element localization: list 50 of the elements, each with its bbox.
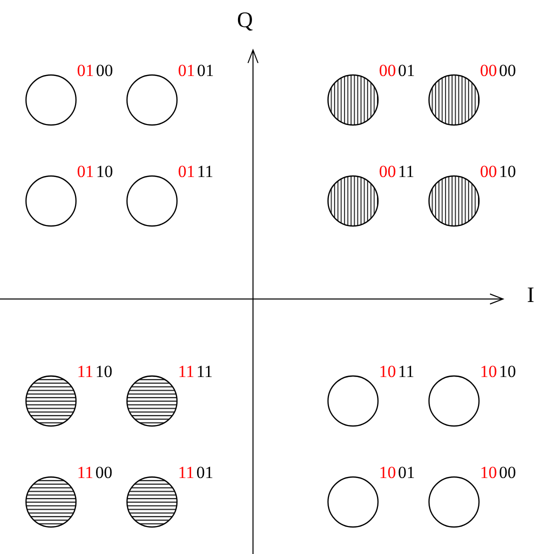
constellation-point bbox=[126, 74, 178, 126]
point-bits: 11 bbox=[197, 162, 214, 181]
point-bits: 01 bbox=[398, 61, 415, 80]
point-bits: 10 bbox=[499, 362, 516, 381]
constellation-point bbox=[25, 476, 77, 528]
quadrant-bits: 10 bbox=[379, 463, 396, 482]
quadrant-bits: 01 bbox=[178, 61, 195, 80]
quadrant-bits: 11 bbox=[178, 362, 194, 381]
point-bits: 00 bbox=[95, 463, 112, 482]
constellation-point bbox=[126, 476, 178, 528]
point-bits: 01 bbox=[197, 61, 214, 80]
constellation-point bbox=[126, 175, 178, 227]
point-bits: 10 bbox=[499, 162, 516, 181]
point-bits: 01 bbox=[398, 463, 415, 482]
constellation-point bbox=[327, 175, 379, 227]
quadrant-bits: 11 bbox=[178, 463, 194, 482]
point-bits: 10 bbox=[95, 362, 112, 381]
quadrant-bits: 10 bbox=[379, 362, 396, 381]
quadrant-bits: 10 bbox=[480, 362, 497, 381]
point-bits: 11 bbox=[398, 162, 414, 181]
point-bits: 11 bbox=[196, 362, 213, 381]
point-bits: 01 bbox=[196, 463, 214, 482]
axis-label: I bbox=[527, 284, 534, 306]
constellation-point bbox=[428, 175, 480, 227]
quadrant-bits: 11 bbox=[77, 463, 94, 482]
quadrant-bits: 01 bbox=[178, 162, 195, 181]
quadrant-bits: 01 bbox=[77, 162, 94, 181]
constellation-point bbox=[25, 74, 77, 126]
point-bits: 11 bbox=[398, 362, 414, 381]
quadrant-bits: 00 bbox=[480, 61, 497, 80]
constellation-point bbox=[126, 375, 178, 427]
quadrant-bits: 01 bbox=[77, 61, 94, 80]
constellation-point bbox=[25, 175, 77, 227]
constellation-point bbox=[428, 375, 480, 427]
quadrant-bits: 10 bbox=[480, 463, 497, 482]
constellation-point bbox=[428, 74, 480, 126]
quadrant-bits: 00 bbox=[379, 162, 396, 181]
quadrant-bits: 00 bbox=[379, 61, 396, 80]
constellation-point bbox=[327, 74, 379, 126]
constellation-point bbox=[428, 476, 480, 528]
quadrant-bits: 11 bbox=[77, 362, 94, 381]
constellation-point bbox=[327, 476, 379, 528]
constellation-point bbox=[25, 375, 77, 427]
point-bits: 00 bbox=[499, 61, 516, 80]
constellation-point bbox=[327, 375, 379, 427]
point-bits: 10 bbox=[96, 162, 113, 181]
quadrant-bits: 00 bbox=[480, 162, 497, 181]
point-bits: 00 bbox=[96, 61, 113, 80]
point-bits: 00 bbox=[499, 463, 516, 482]
axis-label: Q bbox=[237, 9, 253, 31]
